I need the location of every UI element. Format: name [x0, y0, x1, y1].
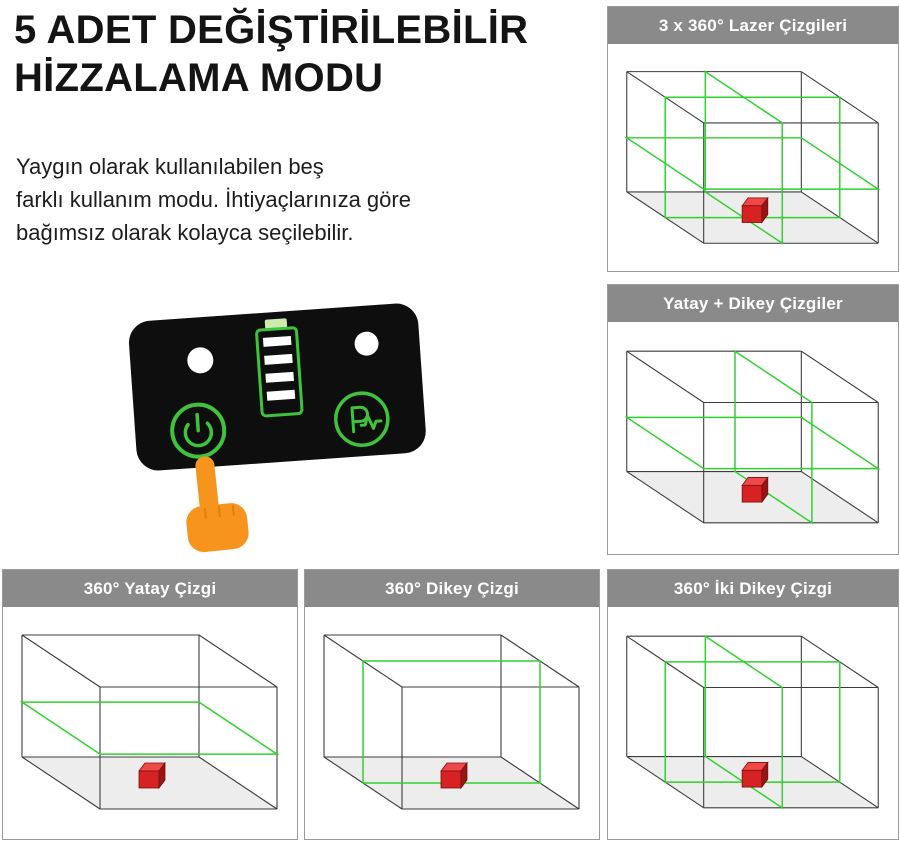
page-title-line2: HİZZALAMA MODU	[14, 56, 384, 100]
mode-panel-yatay-dikey: Yatay + Dikey Çizgiler	[607, 284, 899, 555]
description-text: Yaygın olarak kullanılabilen beş farklı …	[16, 150, 411, 249]
brand-pulse-logo-icon	[334, 391, 390, 447]
mode-panel-header: 360° Yatay Çizgi	[3, 570, 297, 607]
room-diagram	[610, 609, 896, 837]
room-diagram	[610, 46, 896, 271]
mode-panel-header: 360° İki Dikey Çizgi	[608, 570, 898, 607]
power-icon	[170, 402, 227, 459]
mode-panel-360-dikey: 360° Dikey Çizgi	[304, 569, 600, 840]
mode-panel-header: 360° Dikey Çizgi	[305, 570, 599, 607]
mode-panel-header: Yatay + Dikey Çizgiler	[608, 285, 898, 322]
room-diagram	[307, 609, 597, 837]
mode-panel-3x360-lazer: 3 x 360° Lazer Çizgileri	[607, 6, 899, 272]
hand-pointer-icon	[186, 456, 249, 553]
page-title-line1: 5 ADET DEĞİŞTİRİLEBİLİR	[14, 8, 529, 52]
indicator-light-left-icon	[187, 347, 214, 374]
description-line: Yaygın olarak kullanılabilen beş	[16, 154, 324, 179]
battery-level-icon	[255, 318, 304, 418]
mode-panel-360-iki-dikey: 360° İki Dikey Çizgi	[607, 569, 899, 840]
control-panel-body	[128, 303, 426, 471]
control-panel-graphic	[128, 303, 426, 553]
mode-panel-header: 3 x 360° Lazer Çizgileri	[608, 7, 898, 44]
room-diagram	[610, 324, 896, 552]
description-line: farklı kullanım modu. İhtiyaçlarınıza gö…	[16, 187, 411, 212]
indicator-light-right-icon	[354, 331, 379, 356]
room-diagram	[5, 609, 295, 837]
page-title: 5 ADET DEĞİŞTİRİLEBİLİR HİZZALAMA MODU	[14, 6, 528, 102]
description-line: bağımsız olarak kolayca seçilebilir.	[16, 220, 354, 245]
mode-panel-360-yatay: 360° Yatay Çizgi	[2, 569, 298, 840]
